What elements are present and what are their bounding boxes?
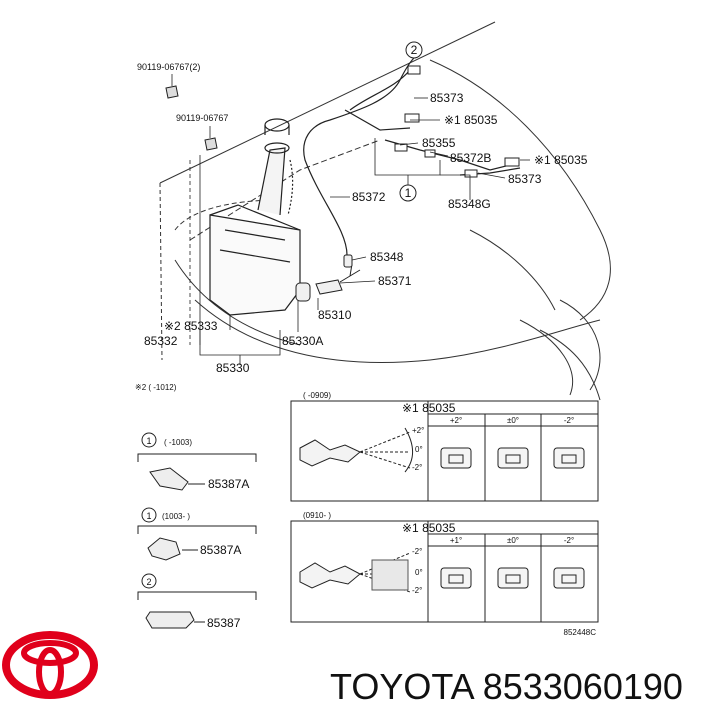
label-85035-a: ※1 85035 bbox=[444, 113, 498, 127]
connector-glyphs-top bbox=[440, 447, 585, 469]
label-90119-06767: 90119-06767 bbox=[176, 113, 228, 123]
callout-2-top: 2 bbox=[405, 41, 423, 59]
label-85373-b: 85373 bbox=[508, 172, 542, 186]
legend-1b-part: 85387A bbox=[200, 543, 241, 557]
inset-top-angle-1: +2° bbox=[412, 426, 424, 435]
callout-1-text: 1 bbox=[405, 186, 412, 200]
label-90119-06767-2: 90119-06767(2) bbox=[137, 62, 200, 72]
inset-bot-col-1: +1° bbox=[450, 536, 462, 545]
callout-2-text: 2 bbox=[411, 43, 418, 57]
nozzle-drawing-bottom bbox=[299, 552, 411, 593]
inset-top: ( -0909) ※1 85035 +2° ±0° -2° +2° 0° -2° bbox=[290, 391, 599, 502]
inset-top-col-1: +2° bbox=[450, 416, 462, 425]
note-2: ※2 ( -1012) bbox=[135, 383, 177, 392]
connectors bbox=[394, 65, 520, 178]
label-85310: 85310 bbox=[318, 308, 352, 322]
legend-2-num: 2 bbox=[146, 577, 151, 587]
inset-top-date: ( -0909) bbox=[303, 391, 331, 400]
legend-2: 2 85387 bbox=[137, 573, 257, 630]
washer-tank bbox=[209, 118, 301, 316]
label-85332: 85332 bbox=[144, 334, 178, 348]
label-85330a: 85330A bbox=[282, 334, 323, 348]
legend-1b-range: (1003- ) bbox=[162, 512, 190, 521]
nozzle-drawing-top bbox=[299, 427, 413, 473]
label-85355: 85355 bbox=[422, 136, 456, 150]
label-85333: ※2 85333 bbox=[164, 319, 218, 333]
label-85348: 85348 bbox=[370, 250, 404, 264]
leader-lines bbox=[171, 50, 530, 365]
inset-bot-angle-2: 0° bbox=[415, 568, 423, 577]
pump-parts bbox=[295, 254, 361, 302]
inset-top-col-2: ±0° bbox=[507, 416, 519, 425]
inset-bot-date: (0910- ) bbox=[303, 511, 331, 520]
figure-code: 852448C bbox=[564, 628, 597, 637]
label-85372b: 85372B bbox=[450, 151, 491, 165]
inset-bot-angle-1: -2° bbox=[412, 547, 422, 556]
inset-bottom: (0910- ) ※1 85035 +1° ±0° -2° -2° 0° -2° bbox=[290, 511, 599, 623]
toyota-logo bbox=[2, 631, 98, 699]
label-85372: 85372 bbox=[352, 190, 386, 204]
inset-bot-title: ※1 85035 bbox=[402, 521, 456, 535]
connector-glyphs-bottom bbox=[440, 567, 585, 589]
legend-2-part: 85387 bbox=[207, 616, 241, 630]
label-85348g: 85348G bbox=[448, 197, 491, 211]
legend-1a-part: 85387A bbox=[208, 477, 249, 491]
label-85035-b: ※1 85035 bbox=[534, 153, 588, 167]
label-85371: 85371 bbox=[378, 274, 412, 288]
legend-1b-num: 1 bbox=[146, 511, 151, 521]
inset-bot-col-3: -2° bbox=[564, 536, 574, 545]
legend-1a-range: ( -1003) bbox=[164, 438, 192, 447]
inset-top-col-3: -2° bbox=[564, 416, 574, 425]
inset-bot-col-2: ±0° bbox=[507, 536, 519, 545]
legend-1b: 1 (1003- ) 85387A bbox=[137, 507, 257, 561]
inset-top-title: ※1 85035 bbox=[402, 401, 456, 415]
inset-top-angle-2: 0° bbox=[415, 445, 423, 454]
callout-1-mid: 1 bbox=[399, 184, 417, 202]
car-body-outline bbox=[159, 21, 611, 401]
brand-text: TOYOTA 8533060190 bbox=[330, 666, 683, 707]
inset-top-angle-3: -2° bbox=[412, 463, 422, 472]
legend-1a-num: 1 bbox=[146, 436, 151, 446]
legend-1a: 1 ( -1003) 85387A bbox=[137, 432, 257, 491]
bolts bbox=[165, 85, 218, 151]
inset-bot-angle-3: -2° bbox=[412, 586, 422, 595]
label-85330: 85330 bbox=[216, 361, 250, 375]
label-85373-top: 85373 bbox=[430, 91, 464, 105]
